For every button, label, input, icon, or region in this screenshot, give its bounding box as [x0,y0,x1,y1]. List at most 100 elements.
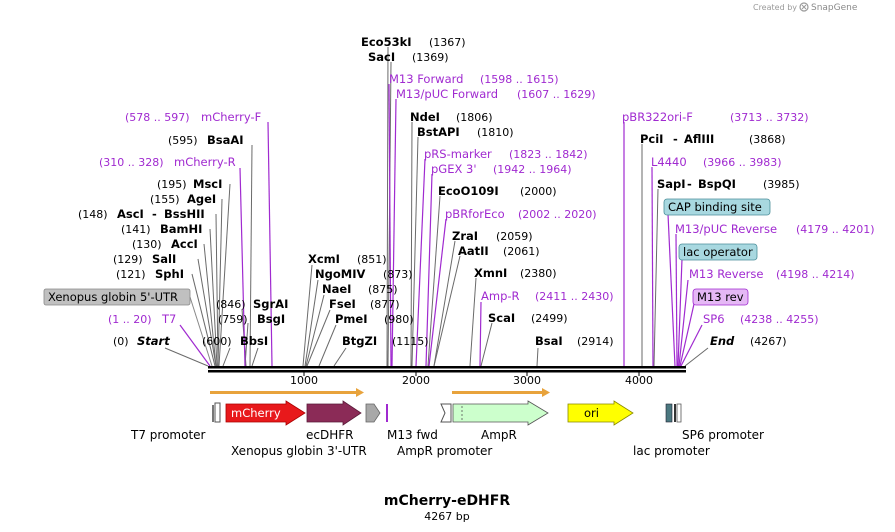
feature-sp6-promoter [676,403,682,423]
label-acci: AccI [171,237,198,251]
num-start: (0) [113,335,129,348]
connector-bsgi [244,322,249,367]
orf-arrow-head-1 [356,388,364,397]
feature-ecdhfr [306,400,362,426]
connector-bstapi [411,136,419,367]
label-m13puc-reverse: M13/pUC Reverse [675,222,777,236]
feature-ampr [452,400,549,426]
connector-acci [203,243,217,367]
connector-m13-reverse [678,279,689,367]
range-m13puc-reverse: (4179 .. 4201) [796,223,875,236]
range-sp6: (4238 .. 4255) [740,313,819,326]
num-eco53ki: (1367) [429,36,466,49]
connector-cap [667,213,676,367]
connector-pgex3 [425,173,433,367]
label-amp-r: Amp-R [481,289,520,303]
label-naei: NaeI [322,282,351,296]
label-sp6: SP6 [703,312,725,326]
connector-bamhi [209,228,218,367]
connector-xcmi [302,264,313,367]
range-amp-r: (2411 .. 2430) [535,290,614,303]
feature-t7-promoter [214,402,221,423]
connector-zrai [433,240,456,367]
snapgene-logo-mark [801,4,807,10]
feature-ori [567,400,634,426]
num-end: (4267) [750,335,787,348]
label-bsaai: BsaAI [207,133,244,147]
label-ampr-promoter: AmpR promoter [397,444,492,458]
range-pbr322ori-f: (3713 .. 3732) [730,111,809,124]
connector-xmni [469,277,477,367]
label-ndei: NdeI [410,110,440,124]
num-sapi: (3985) [763,178,800,191]
label-t7: T7 [161,312,176,326]
range-m13-forward: (1598 .. 1615) [480,73,559,86]
feature-mcherry [225,400,306,426]
label-mcherry-f: mCherry-F [201,110,261,124]
label-cap-binding-site: CAP binding site [668,200,762,214]
num-scai: (2499) [531,312,568,325]
num-pmei: (980) [384,313,414,326]
plasmid-length: 4267 bp [424,510,469,523]
label-sphi: SphI [155,267,184,281]
label-pcii: PciI [640,132,663,146]
num-bbsi-position: (600) [202,335,232,348]
range-m13-reverse: (4198 .. 4214) [776,268,855,281]
num-ecoo109i: (2000) [520,185,557,198]
num-bsaai: (595) [168,134,198,147]
connector-sali [197,258,217,367]
connector-mcherry-r [239,167,246,367]
connector-start [164,347,209,367]
snapgene-name: SnapGene [811,3,858,13]
num-sgrai: (846) [216,298,246,311]
connector-eco53ki [386,46,389,367]
connector-msci [218,183,231,367]
label-afliii: AflIII [684,132,714,146]
snapgene-brand: Created by SnapGene [753,2,858,13]
orf-arrow-ampr [452,391,542,394]
connector-xenopus-5utr [189,296,213,367]
num-sphi: (121) [116,268,146,281]
tick-label-3000: 3000 [513,374,541,387]
connector-sapi [653,188,659,367]
label-bamhi: BamHI [160,222,202,236]
connector-amp-r [479,301,482,367]
label-agei: AgeI [187,192,216,206]
num-agei: (155) [150,193,180,206]
label-lac-promoter: lac promoter [633,444,710,458]
num-saci: (1369) [412,51,449,64]
label-prs-marker: pRS-marker [424,147,492,161]
connector-sphi [191,273,216,367]
label-msci: MscI [193,177,222,191]
range-mcherry-r: (310 .. 328) [99,156,164,169]
label-ecoo109i: EcoO109I [438,184,499,198]
label-fsei: FseI [329,297,356,311]
created-by-text: Created by [753,3,797,12]
separator-ascii: - [152,207,157,221]
num-ascii: (148) [78,208,108,221]
label-pgex3: pGEX 3' [431,162,477,176]
range-prs-marker: (1823 .. 1842) [509,148,588,161]
connector-prs-marker [415,158,426,367]
orf-arrows [210,388,550,397]
label-mcherry-r: mCherry-R [174,155,236,169]
num-bstapi: (1810) [477,126,514,139]
range-m13puc-forward: (1607 .. 1629) [517,88,596,101]
label-mcherry: mCherry [231,406,281,420]
label-asci: AscI [117,207,144,221]
snapgene-logo-icon [799,2,809,12]
connector-ndei [410,121,413,367]
feature-lac-promoter [665,403,673,423]
connector-l4440 [651,166,654,367]
range-pgex3: (1942 .. 1964) [493,163,572,176]
connector-pbrforeco [428,218,447,367]
label-lac-operator: lac operator [683,245,753,259]
connector-end [684,347,709,367]
num-msci: (195) [157,178,187,191]
label-pmei: PmeI [335,312,368,326]
label-m13puc-forward: M13/pUC Forward [396,87,498,101]
label-saci: SacI [368,50,395,64]
tick-label-2000: 2000 [402,374,430,387]
label-eco53ki: Eco53kI [361,35,412,49]
